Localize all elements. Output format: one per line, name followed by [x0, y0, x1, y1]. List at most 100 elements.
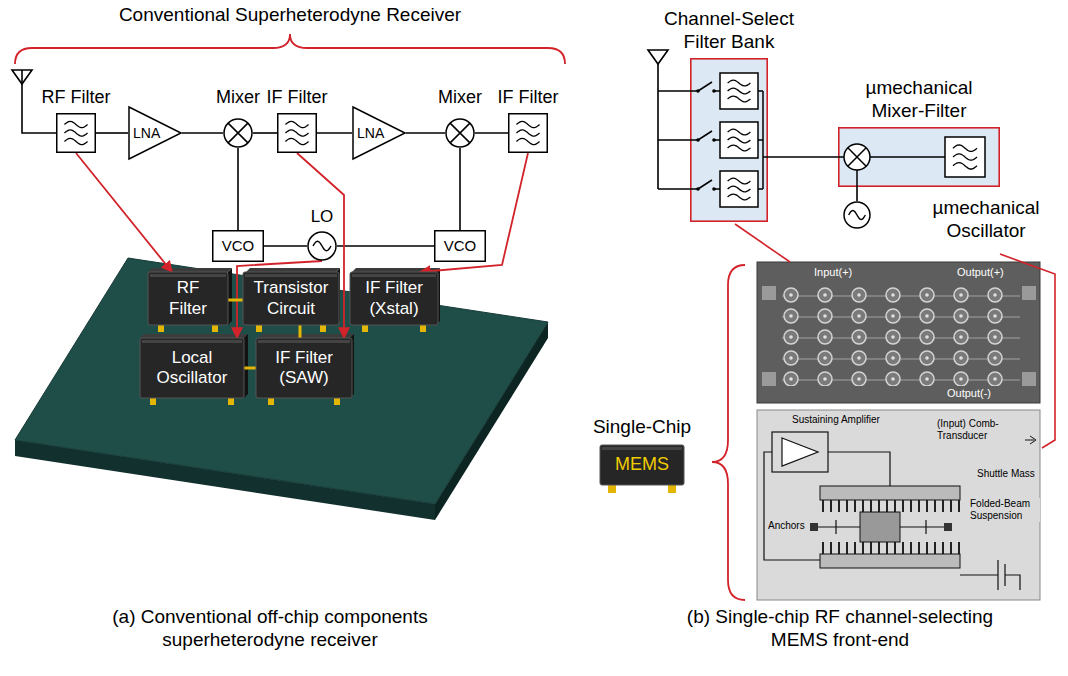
circuit-wire	[714, 90, 720, 92]
chip-faces	[140, 268, 440, 398]
filter-wave	[728, 186, 751, 192]
mixer-symbol-graphic	[223, 118, 253, 148]
filter-bank-graphic	[690, 58, 768, 222]
signal-wire	[253, 132, 277, 134]
antenna-symbol	[648, 50, 668, 64]
box-outline	[213, 231, 264, 262]
oscillator-symbol: µmechanical Oscillator	[843, 201, 871, 229]
node-text: IF Filter (Xstal)	[356, 278, 432, 319]
bond-pad	[762, 372, 776, 386]
chip-pin	[668, 485, 676, 493]
box-outline	[435, 231, 486, 262]
circuit-wire	[690, 188, 697, 190]
chip-pin	[158, 325, 164, 332]
mixer-symbol: Mixer	[445, 118, 475, 148]
mixer-filter-box: µmechanical Mixer-Filter	[838, 127, 1000, 187]
chip-package: RF Filter	[148, 272, 228, 325]
chip-highlight	[258, 340, 350, 343]
filter-wave	[728, 178, 751, 184]
mapping-arrow	[420, 153, 528, 272]
signal-wire	[182, 132, 223, 134]
filter-block-graphic	[56, 113, 96, 153]
chip-pin	[608, 485, 616, 493]
chip-pin	[420, 325, 426, 332]
node-heading: µmechanical Mixer-Filter	[854, 77, 984, 123]
mapping-arrow	[76, 153, 172, 272]
chip-highlight	[352, 274, 436, 277]
node-heading: Single-Chip	[593, 416, 691, 439]
mixer-circle	[224, 119, 252, 147]
filter-wave	[285, 121, 308, 127]
filter-wave	[728, 129, 751, 135]
filter-wave	[516, 121, 539, 127]
chip-pin	[256, 325, 262, 332]
comb-transducer	[820, 486, 960, 500]
chip-package: Local Oscillator	[140, 338, 244, 398]
signal-wire	[237, 148, 239, 230]
anchor-block	[810, 523, 818, 531]
anchor-block	[944, 523, 952, 531]
circuit-wire	[856, 170, 858, 187]
image-label: Shuttle Mass	[975, 468, 1037, 480]
filter-wave	[953, 145, 977, 151]
board-trace	[228, 299, 243, 302]
filter-wave	[728, 80, 751, 86]
oscillator-wave	[313, 241, 331, 251]
image-label: Output(+)	[955, 266, 1006, 279]
filter-bank: Channel-Select Filter Bank	[690, 58, 768, 222]
chip-top	[140, 334, 248, 338]
signal-wire	[406, 132, 445, 134]
circuit-wire	[690, 139, 697, 141]
filter-wave	[728, 88, 751, 94]
filter-block-graphic	[277, 113, 317, 153]
image-label: Folded-Beam Suspension	[968, 498, 1040, 522]
vco-box: VCO	[212, 230, 264, 262]
filter-outline	[57, 114, 96, 153]
node-text: VCO	[444, 237, 477, 255]
oscillator-circle	[308, 232, 336, 260]
switch-blade	[698, 131, 712, 140]
amplifier-frame	[772, 432, 828, 472]
resonator-array	[782, 286, 1020, 386]
filter-wave	[64, 121, 87, 127]
amplifier-triangle: LNA	[352, 106, 406, 160]
node-text: LNA	[133, 125, 160, 142]
filter-outline	[278, 114, 317, 153]
oscillator-symbol-graphic	[307, 231, 337, 261]
chip-pin	[334, 398, 340, 405]
filter-wave	[953, 154, 977, 160]
group-frame	[839, 128, 999, 186]
switch-blade	[698, 82, 712, 91]
filter-wave	[953, 163, 977, 169]
filter-outline	[720, 171, 758, 207]
chip-highlight	[142, 340, 242, 343]
node-text: IF Filter (SAW)	[262, 348, 346, 389]
chip-top	[148, 268, 232, 272]
filter-block: IF Filter	[277, 113, 317, 153]
filter-outline	[509, 114, 548, 153]
section-bracket	[15, 34, 565, 64]
node-heading: RF Filter	[42, 87, 111, 109]
node-text: LNA	[357, 125, 384, 142]
mixer-circle	[446, 119, 474, 147]
chip-side	[228, 268, 232, 325]
oscillator-circle	[844, 202, 870, 228]
leader-line	[735, 224, 790, 262]
figure-caption: (a) Conventional off-chip components sup…	[95, 606, 445, 652]
image-label: Input(+)	[812, 266, 854, 279]
chip-package: Transistor Circuit	[243, 272, 339, 325]
filter-outline	[720, 122, 758, 158]
mixer-filter-box-graphic	[838, 127, 1000, 187]
chip-top	[258, 334, 354, 338]
node-text: MEMS	[615, 454, 669, 476]
chip-package: IF Filter (SAW)	[256, 338, 352, 398]
mixer-cross	[848, 148, 866, 166]
chip-body	[148, 272, 228, 325]
chip-body	[600, 445, 684, 485]
circuit-wire	[690, 90, 697, 92]
group-frame	[691, 59, 767, 221]
filter-wave	[285, 130, 308, 136]
image-label: Sustaining Amplifier	[790, 414, 882, 426]
chip-pin	[268, 398, 274, 405]
comb-fingers	[820, 542, 960, 554]
